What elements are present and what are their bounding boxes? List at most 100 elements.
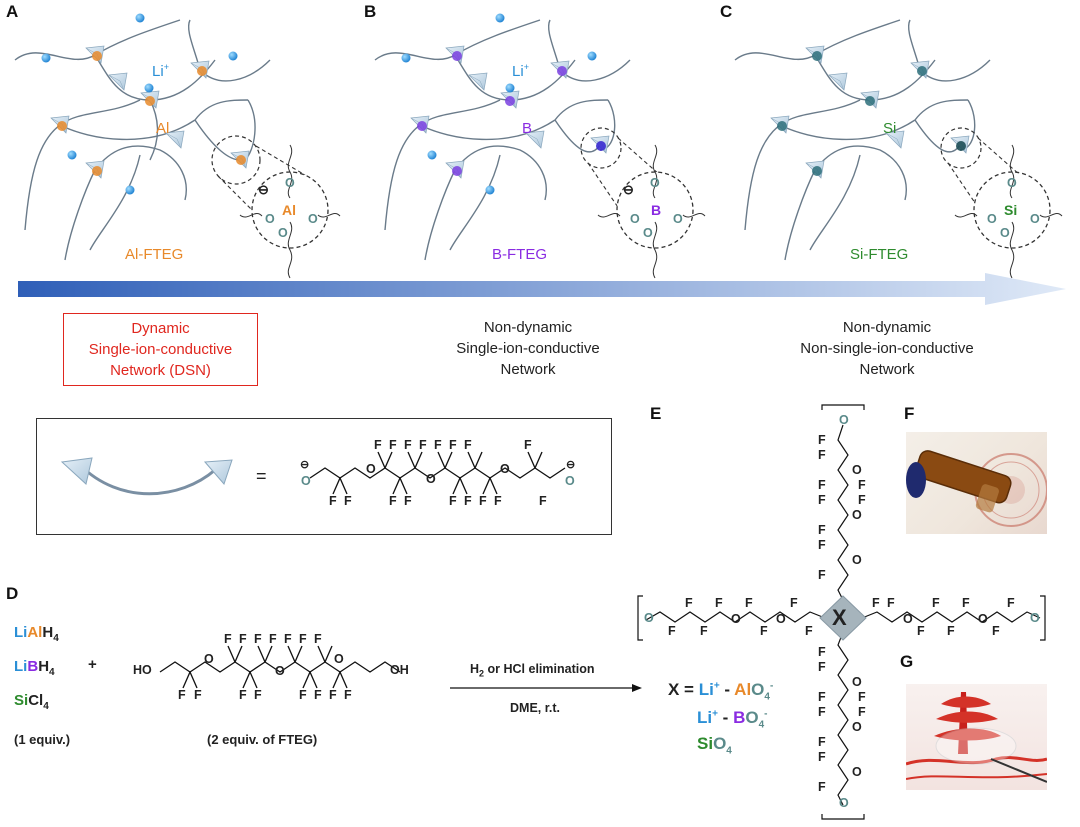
material-name-a: Al-FTEG [125,246,184,263]
network-oxygen: O [776,612,786,626]
network-fluorine: F [745,596,753,610]
legend-fluorine: F [404,438,412,452]
diol-fluorine: F [194,688,202,702]
legend-oxygen: O [565,474,575,488]
network-oxygen: O [852,463,862,477]
panel-letter-a: A [6,2,19,21]
element-label-b: B [522,120,533,137]
network-fluorine: F [818,568,826,582]
legend-fluorine: F [464,438,472,452]
zoom-oxygen: O [285,176,295,190]
network-fluorine: F [818,523,826,537]
network-fluorine: F [932,596,940,610]
zoom-oxygen: O [1007,176,1017,190]
zoom-oxygen: O [987,212,997,226]
network-fluorine: F [887,596,895,610]
network-fluorine: F [818,538,826,552]
center-node-label: X [832,605,847,630]
network-fluorine: F [700,624,708,638]
network-fluorine: F [992,624,1000,638]
network-oxygen: O [852,675,862,689]
film-photo-art [906,692,1047,783]
diol-fluorine: F [314,688,322,702]
fteg-diol-structure [159,645,401,689]
legend-fluorine: F [449,494,457,508]
legend-fluorine: F [344,494,352,508]
legend-fluorine: F [434,438,442,452]
network-fluorine: F [715,596,723,610]
panel-letter-b: B [364,2,377,21]
network-fluorine: F [947,624,955,638]
network-fluorine: F [818,660,826,674]
legend-fluorine: F [524,438,532,452]
panel-letter-g: G [900,652,914,671]
legend-oxygen: O [426,472,436,486]
zoom-oxygen: O [308,212,318,226]
zoom-charge-a: ⊖ [258,182,269,197]
legend-fluorine: F [374,438,382,452]
diol-fluorine: F [224,632,232,646]
network-fluorine: F [760,624,768,638]
x-definition-1: X = Li+ - AlO4- [668,680,774,703]
legend-charge: ⊖ [300,459,310,471]
condition-top: H2 or HCl elimination [470,662,595,679]
fteg-dianion-structure [309,451,566,495]
zoom-oxygen: O [673,212,683,226]
class-b-text: Non-dynamic Single-ion-conductive Networ… [456,319,600,378]
diol-fluorine: F [254,632,262,646]
legend-equals: = [256,466,267,486]
zoom-center-c: Si [1004,202,1018,218]
zoom-oxygen: O [1000,226,1010,240]
diol-fluorine: F [284,632,292,646]
network-fluorine: F [818,690,826,704]
zoom-center-a: Al [282,202,296,218]
zoom-oxygen: O [643,226,653,240]
plus-sign: + [88,656,97,673]
li-ion-label-a: Li+ [152,62,169,80]
panel-letter-e: E [650,404,662,423]
diol-fluorine: F [178,688,186,702]
reagent-sicl4: SiCl4 [14,692,49,712]
zoom-callout-c [940,127,1063,279]
diol-fluorine: F [344,688,352,702]
network-fluorine: F [872,596,880,610]
vial-photo-art [906,450,1047,527]
crosslink-nodes-a [50,45,250,179]
dsn-box: Dynamic Single-ion-conductive Network (D… [63,313,258,386]
material-name-c: Si-FTEG [850,246,909,263]
network-fluorine: F [818,645,826,659]
x-definition-2: Li+ - BO4- [697,708,768,731]
legend-fluorine: F [329,494,337,508]
zoom-oxygen: O [265,212,275,226]
diol-fluorine: F [239,632,247,646]
diol-fluorine: F [314,632,322,646]
network-fluorine: F [818,735,826,749]
legend-fluorine: F [404,494,412,508]
network-fluorine: F [858,705,866,719]
ho-group: HO [133,663,152,677]
oh-group: OH [390,663,409,677]
legend-fluorine: F [539,494,547,508]
legend-fluorine: F [479,494,487,508]
network-oxygen: O [839,796,849,810]
photo-film [906,684,1047,790]
legend-fluorine: F [419,438,427,452]
legend-fluorine: F [449,438,457,452]
network-fluorine: F [858,690,866,704]
zoom-oxygen: O [1030,212,1040,226]
network-oxygen: O [852,553,862,567]
condition-bottom: DME, r.t. [510,701,561,715]
legend-fluorine: F [389,438,397,452]
legend-charge: ⊖ [566,459,576,471]
network-fluorine: F [790,596,798,610]
diol-fluorine: F [269,632,277,646]
network-fluorine: F [685,596,693,610]
network-oxygen: O [903,612,913,626]
chain-icon [60,457,233,496]
network-oxygen: O [852,765,862,779]
legend-oxygen: O [500,462,510,476]
legend-oxygen: O [301,474,311,488]
photo-vial [906,432,1047,534]
network-oxygen: O [839,413,849,427]
